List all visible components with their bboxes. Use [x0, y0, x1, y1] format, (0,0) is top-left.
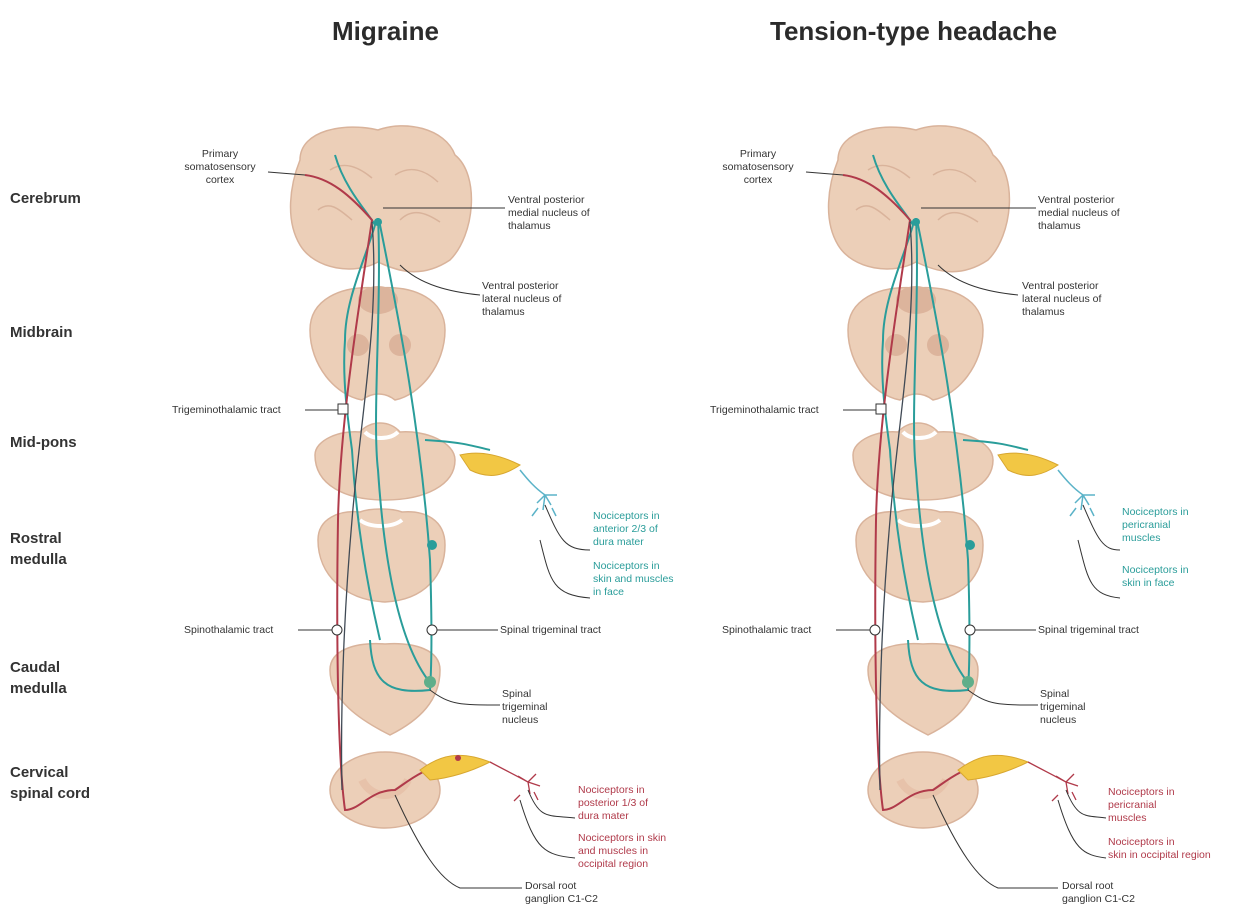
panel-title-tension: Tension-type headache: [770, 16, 1057, 47]
label-nociceptors-red-1: Nociceptors in pericranial muscles: [1108, 786, 1175, 825]
dorsal-root-ganglion: [958, 755, 1028, 780]
mid-pons-section: [853, 423, 993, 500]
label-primary-cortex: Primary somatosensory cortex: [703, 148, 813, 187]
label-drg: Dorsal root ganglion C1-C2: [1062, 880, 1135, 906]
label-vpm: Ventral posterior medial nucleus of thal…: [1038, 194, 1120, 233]
label-spinal-trigeminal-tract: Spinal trigeminal tract: [1038, 624, 1139, 637]
trigeminal-ganglion: [998, 453, 1058, 475]
label-vpl: Ventral posterior lateral nucleus of tha…: [1022, 280, 1101, 319]
label-nociceptors-teal-1: Nociceptors in pericranial muscles: [1122, 506, 1189, 545]
cerebrum-section: [829, 126, 1010, 272]
label-nociceptors-teal-2: Nociceptors in skin in face: [1122, 564, 1189, 590]
label-spinal-trigeminal-nucleus: Spinal trigeminal nucleus: [1040, 688, 1086, 727]
caudal-medulla-section: [868, 644, 978, 735]
label-spinothalamic: Spinothalamic tract: [722, 624, 811, 637]
label-nociceptors-red-2: Nociceptors in skin in occipital region: [1108, 836, 1211, 862]
label-trigeminothalamic: Trigeminothalamic tract: [710, 404, 819, 417]
cervical-spinal-cord-section: [868, 752, 978, 828]
